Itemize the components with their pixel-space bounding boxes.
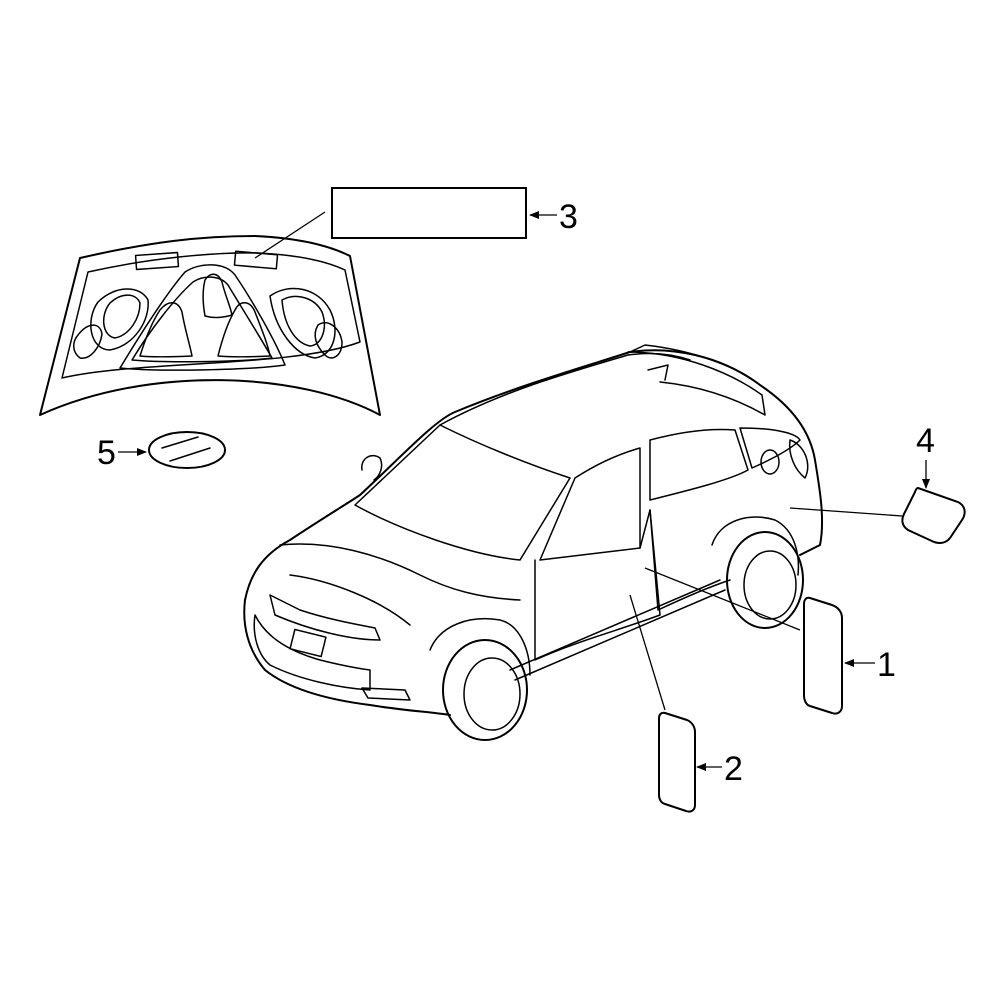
callout-1: 1	[877, 646, 896, 684]
label-part-5	[148, 431, 226, 469]
label-part-1	[803, 596, 843, 715]
license-plate	[289, 628, 327, 658]
label-part-4	[901, 486, 966, 544]
leader-line-2	[629, 594, 666, 711]
leader-line-3	[254, 211, 326, 259]
label-part-3	[331, 187, 527, 239]
leader-line-1	[644, 567, 801, 631]
vehicle-illustration	[243, 344, 824, 741]
hood-label-pad-left	[134, 251, 180, 271]
callout-3: 3	[559, 198, 578, 236]
label-part-2	[658, 711, 696, 813]
hood-label-pad-right	[233, 250, 279, 270]
leader-line-4	[789, 507, 903, 517]
callout-5: 5	[97, 434, 116, 472]
callout-2: 2	[724, 750, 743, 788]
hood-illustration	[39, 235, 381, 416]
callout-4: 4	[916, 422, 935, 460]
